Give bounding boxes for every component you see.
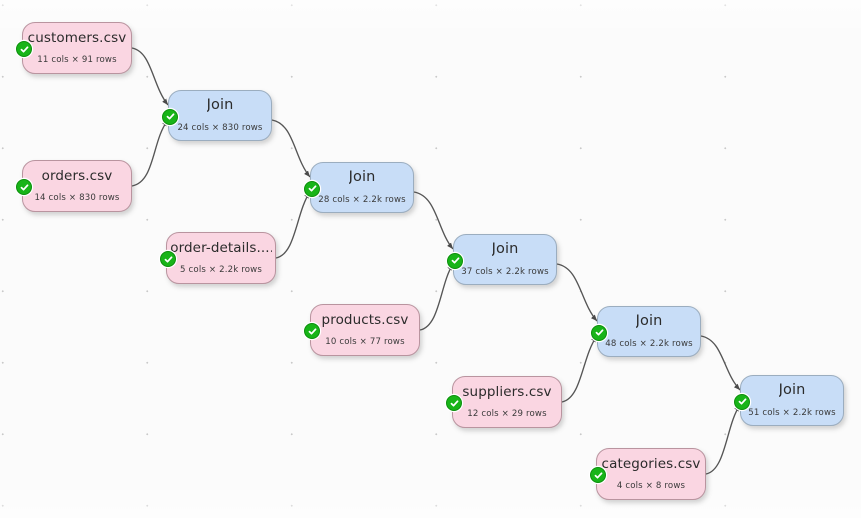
edge-suppliers-to-join4[interactable] [561,335,598,403]
edge-orders-to-join1[interactable] [131,119,169,187]
node-orders[interactable]: orders.csv 14 cols × 830 rows [16,160,132,212]
node-join4[interactable]: Join 48 cols × 2.2k rows [591,306,701,357]
status-check-circle-icon [591,324,607,341]
edge-products-to-join3[interactable] [419,263,454,331]
status-check-circle-icon [734,393,750,410]
edge-join1-to-join2[interactable] [271,119,311,178]
node-title: Join [635,314,663,330]
edge-categories-to-join5[interactable] [705,404,741,475]
node-join1[interactable]: Join 24 cols × 830 rows [162,90,272,141]
edge-order-details-to-join2[interactable] [275,191,311,259]
edge-join2-to-join3[interactable] [413,191,454,250]
status-check-circle-icon [446,395,462,411]
node-join5[interactable]: Join 51 cols × 2.2k rows [734,375,844,426]
status-check-circle-icon [16,179,32,195]
node-meta: 14 cols × 830 rows [34,192,120,203]
node-meta: 11 cols × 91 rows [37,54,117,65]
edge-join3-to-join4[interactable] [556,263,598,322]
node-meta: 10 cols × 77 rows [325,336,405,347]
node-title: suppliers.csv [462,385,552,400]
node-join3[interactable]: Join 37 cols × 2.2k rows [447,234,557,285]
node-suppliers[interactable]: suppliers.csv 12 cols × 29 rows [446,376,562,428]
node-meta: 48 cols × 2.2k rows [605,338,693,349]
node-meta: 51 cols × 2.2k rows [748,407,836,418]
node-meta: 37 cols × 2.2k rows [461,266,549,277]
node-meta: 12 cols × 29 rows [467,408,547,419]
node-title: Join [778,383,806,399]
node-title: customers.csv [27,31,127,46]
status-check-circle-icon [590,467,606,483]
node-meta: 28 cols × 2.2k rows [318,194,406,205]
node-title: Join [491,242,519,258]
node-title: Join [206,98,234,114]
status-check-circle-icon [162,108,178,125]
edge-customers-to-join1[interactable] [131,47,169,106]
status-check-circle-icon [160,251,176,267]
node-title: products.csv [321,313,409,328]
status-check-circle-icon [16,41,32,57]
status-check-circle-icon [304,323,320,339]
node-meta: 5 cols × 2.2k rows [180,264,262,275]
node-products[interactable]: products.csv 10 cols × 77 rows [304,304,420,356]
node-title: orders.csv [41,169,113,184]
edge-join4-to-join5[interactable] [700,335,741,391]
node-title: order-details.... [170,241,272,256]
edges-group [131,47,741,475]
node-order-details[interactable]: order-details.... 5 cols × 2.2k rows [160,232,276,284]
node-meta: 4 cols × 8 rows [616,480,686,491]
node-title: Join [348,170,376,186]
node-title: categories.csv [601,457,701,472]
status-check-circle-icon [304,180,320,197]
status-check-circle-icon [447,252,463,269]
node-customers[interactable]: customers.csv 11 cols × 91 rows [16,22,132,74]
node-join2[interactable]: Join 28 cols × 2.2k rows [304,162,414,213]
node-categories[interactable]: categories.csv 4 cols × 8 rows [590,448,706,500]
node-meta: 24 cols × 830 rows [177,122,263,133]
